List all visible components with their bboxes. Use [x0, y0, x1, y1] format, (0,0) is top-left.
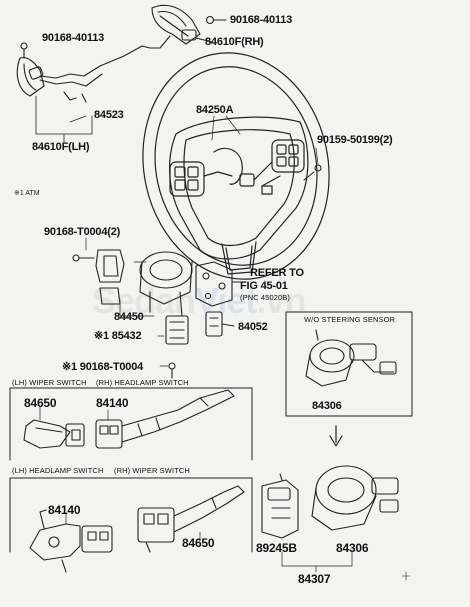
wiper-switch-lh	[23, 405, 85, 449]
refer-to: REFER TO	[250, 267, 304, 279]
paddle-shifter-rh	[149, 4, 213, 49]
label-84052: 84052	[238, 321, 268, 333]
label-84650-top: 84650	[24, 396, 57, 410]
bracket-84307	[281, 551, 353, 573]
watermark-part3: .vn	[256, 280, 306, 321]
wo-steering-sensor-label: W/O STEERING SENSOR	[304, 315, 396, 324]
label-84610F-RH: 84610F(RH)	[205, 36, 264, 48]
label-rh-wiper-switch: (RH) WIPER SWITCH	[114, 466, 190, 475]
label-90168-40113-top: 90168-40113	[230, 14, 293, 26]
label-84523: 84523	[94, 109, 124, 121]
label-lh-headlamp-switch: (LH) HEADLAMP SWITCH	[12, 466, 104, 475]
upper-switch-group-box	[9, 387, 253, 461]
watermark: SedanViet.vn	[92, 280, 306, 322]
label-84250A: 84250A	[196, 104, 234, 116]
label-90168-T0004-2: 90168-T0004(2)	[44, 226, 121, 238]
leader-lines-column	[119, 261, 169, 367]
label-84450: 84450	[114, 311, 144, 323]
corner-mark	[401, 571, 411, 581]
label-84306-bottom: 84306	[336, 541, 369, 555]
screw-90168-40113-top	[205, 15, 227, 25]
watermark-part1: Sedan	[92, 280, 196, 321]
steering-sensor-89245B	[261, 473, 299, 539]
label-lh-wiper-switch: (LH) WIPER SWITCH	[12, 378, 87, 387]
wiper-switch-rh	[137, 485, 245, 553]
label-84650-bottom: 84650	[182, 536, 215, 550]
label-90168-T0004: ※1 90168-T0004	[62, 361, 144, 373]
steering-wheel	[142, 52, 330, 280]
label-84140-bottom: 84140	[48, 503, 81, 517]
headlamp-switch-rh	[95, 389, 235, 449]
leader-lines-wheel	[211, 115, 319, 165]
screw-90159-50199	[303, 164, 322, 181]
label-89245B: 89245B	[256, 541, 297, 555]
headlamp-switch-lh	[29, 509, 113, 573]
arrow-down	[329, 425, 343, 447]
lower-switch-group-box	[9, 477, 253, 553]
note-atm: ※1 ATM	[14, 190, 40, 197]
label-84306-top: 84306	[312, 400, 342, 412]
watermark-part2: Viet	[195, 280, 257, 321]
label-rh-headlamp-switch: (RH) HEADLAMP SWITCH	[96, 378, 189, 387]
label-90168-40113-left: 90168-40113	[42, 32, 105, 44]
label-84610F-LH: 84610F(LH)	[32, 141, 90, 153]
label-84140-top: 84140	[96, 396, 129, 410]
refer-pnc: (PNC 45020B)	[240, 293, 290, 302]
spiral-cable-84306-top	[305, 329, 397, 387]
label-85432: ※1 85432	[94, 330, 142, 342]
label-84307: 84307	[298, 572, 331, 586]
label-90159-50199: 90159-50199(2)	[317, 134, 393, 146]
lh-group-bracket	[35, 95, 93, 143]
spiral-cable-84306-bottom	[311, 465, 399, 531]
wo-steering-sensor-box	[285, 311, 413, 417]
paddle-shifter-lh	[16, 42, 151, 103]
refer-fig: FIG 45-01	[240, 280, 288, 292]
